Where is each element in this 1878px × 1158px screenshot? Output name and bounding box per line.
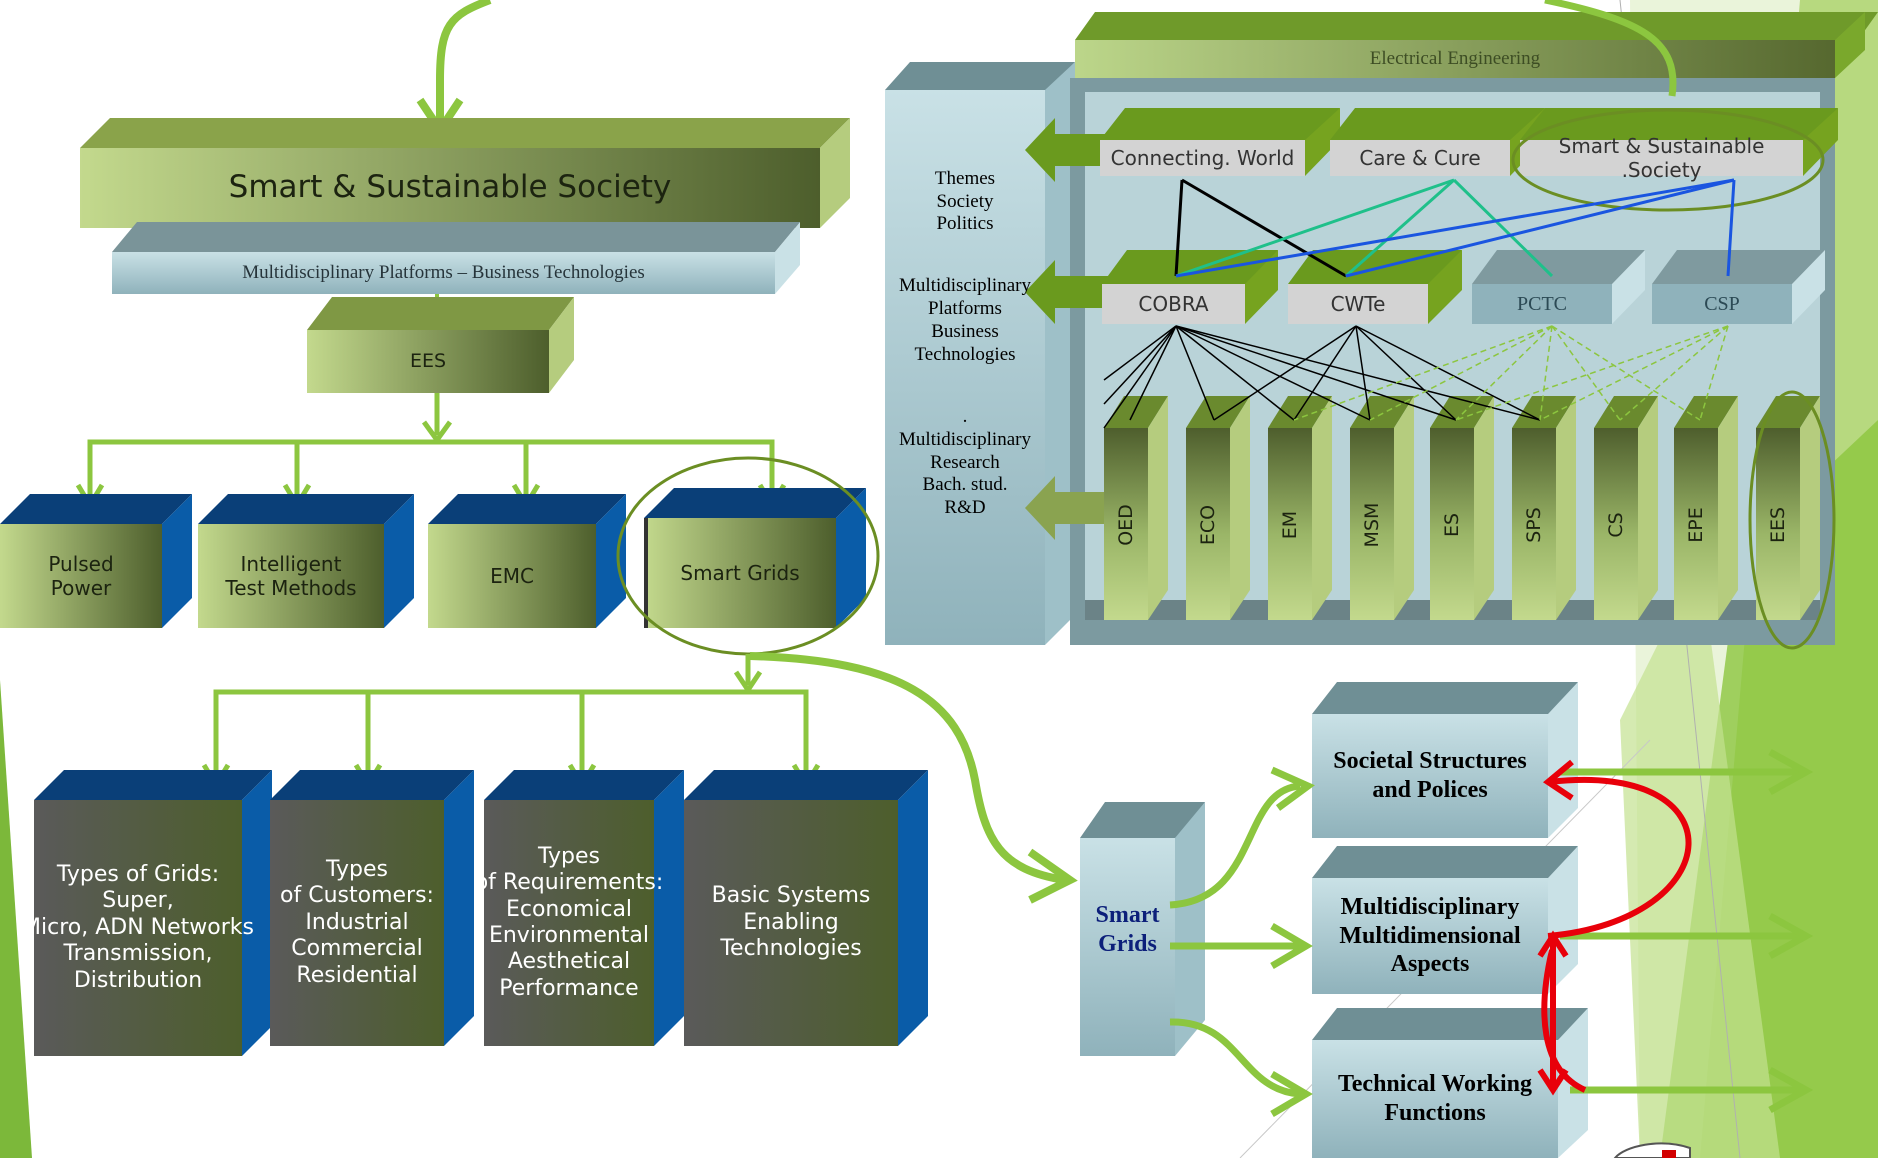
research-area-emc: EMC bbox=[490, 564, 534, 588]
grid-topic-types-of-grids: Types of Grids: Super, Micro, ADN Networ… bbox=[22, 862, 254, 993]
theme-care-and-cure: Care & Cure bbox=[1359, 146, 1481, 170]
platform-research-links bbox=[1103, 325, 1541, 429]
research-group-em: EM bbox=[1278, 510, 1301, 540]
aspects-outgoing-arrows bbox=[1560, 748, 1814, 1114]
platform-csp: CSP bbox=[1704, 293, 1740, 315]
side-label-platforms: Multidisciplinary Platforms Business Tec… bbox=[899, 275, 1031, 365]
research-group-ees: EES bbox=[1766, 506, 1789, 544]
aspect-blocks bbox=[1312, 682, 1588, 1158]
aspect-societal-structures: Societal Structures and Polices bbox=[1333, 748, 1527, 803]
research-area-intelligent-test-methods: Intelligent Test Methods bbox=[225, 552, 357, 600]
research-group-eco: ECO bbox=[1196, 504, 1219, 546]
platform-cobra: COBRA bbox=[1138, 292, 1209, 316]
theme-boxes bbox=[1100, 108, 1838, 212]
feedback-arrows bbox=[1537, 759, 1692, 1096]
logo-fragment bbox=[1613, 1142, 1691, 1158]
society-title: Smart & Sustainable Society bbox=[228, 169, 672, 206]
smart-grids-connectors bbox=[201, 654, 821, 790]
theme-platform-links bbox=[1174, 178, 1736, 278]
platform-bar bbox=[112, 222, 800, 300]
platform-label: Multidisciplinary Platforms – Business T… bbox=[242, 261, 645, 283]
side-label-themes: Themes Society Politics bbox=[934, 167, 996, 235]
side-label-research: . Multidisciplinary Research Bach. stud.… bbox=[899, 406, 1031, 519]
smart-grids-to-aspects-arrows bbox=[1169, 766, 1315, 1118]
grid-topic-types-of-requirements: Types of Requirements: Economical Enviro… bbox=[474, 843, 664, 1001]
society-block bbox=[80, 118, 850, 228]
research-group-sps: SPS bbox=[1522, 507, 1545, 543]
research-area-smart-grids: Smart Grids bbox=[680, 561, 800, 585]
theme-connecting-world: Connecting. World bbox=[1110, 146, 1295, 170]
dashed-research-links bbox=[1293, 325, 1729, 421]
smart-grids-label: Smart Grids bbox=[1095, 902, 1160, 957]
research-group-columns bbox=[1104, 390, 1836, 650]
theme-smart-sustainable-society: Smart & Sustainable .Society bbox=[1558, 134, 1765, 182]
research-area-blocks bbox=[0, 456, 880, 656]
platform-pctc: PCTC bbox=[1516, 293, 1568, 315]
panel-side-arrows bbox=[1025, 118, 1110, 540]
research-group-msm: MSM bbox=[1360, 502, 1383, 548]
ees-label: EES bbox=[409, 350, 447, 373]
research-area-pulsed-power: Pulsed Power bbox=[48, 552, 114, 600]
top-arrow bbox=[416, 0, 492, 138]
research-group-epe: EPE bbox=[1684, 507, 1707, 543]
platform-cwte: CWTe bbox=[1330, 292, 1386, 316]
grid-topic-blocks bbox=[34, 770, 928, 1056]
research-group-cs: CS bbox=[1604, 512, 1627, 538]
research-group-es: ES bbox=[1440, 512, 1463, 538]
department-title: Electrical Engineering bbox=[1369, 47, 1541, 69]
aspect-technical-working-functions: Technical Working Functions bbox=[1337, 1071, 1533, 1126]
ees-block bbox=[307, 297, 574, 393]
smart-grids-pillar bbox=[1080, 802, 1205, 1056]
research-group-oed: OED bbox=[1114, 504, 1137, 546]
smart-grids-curve-arrow bbox=[749, 652, 1078, 904]
grid-topic-types-of-customers: Types of Customers: Industrial Commercia… bbox=[280, 857, 434, 988]
aspect-multidisciplinary: Multidisciplinary Multidimensional Aspec… bbox=[1339, 893, 1521, 978]
grid-topic-basic-systems: Basic Systems Enabling Technologies bbox=[711, 883, 871, 962]
